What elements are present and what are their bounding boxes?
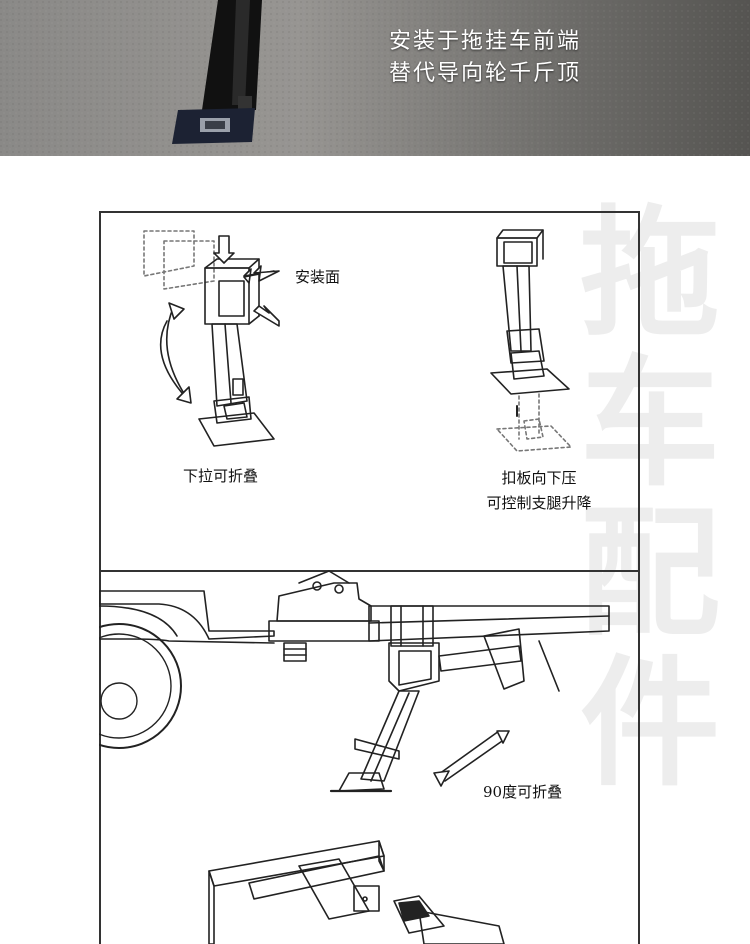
mount-face-label: 安装面	[295, 268, 341, 286]
pressing-jack-drawing	[490, 229, 572, 452]
photo-banner: 安装于拖挂车前端 替代导向轮千斤顶	[0, 0, 750, 156]
panel-divider	[99, 570, 640, 572]
press-down-label: 扣板向下压 可控制支腿升降	[464, 467, 614, 513]
diagram-frame	[99, 211, 640, 944]
watermark: 拖 车 配 件	[570, 200, 730, 800]
jack-diagrams	[99, 229, 610, 944]
press-down-line1: 扣板向下压	[501, 469, 577, 487]
banner-caption-line2: 替代导向轮千斤顶	[388, 61, 581, 86]
watermark-char: 配	[579, 493, 720, 656]
pull-fold-label: 下拉可折叠	[183, 467, 259, 485]
banner-caption-line1: 安装于拖挂车前端	[388, 29, 581, 54]
watermark-char: 件	[579, 643, 720, 806]
folding-jack-drawing	[143, 230, 280, 447]
frame-drawing	[208, 840, 505, 944]
banner-caption: 安装于拖挂车前端 替代导向轮千斤顶	[360, 26, 610, 90]
watermark-char: 车	[579, 343, 720, 506]
trailer-jack-drawing	[99, 570, 610, 793]
press-down-line2: 可控制支腿升降	[486, 494, 592, 512]
watermark-char: 拖	[579, 193, 720, 356]
jack-photo	[0, 0, 750, 156]
fold-90-label: 90度可折叠	[483, 783, 563, 801]
